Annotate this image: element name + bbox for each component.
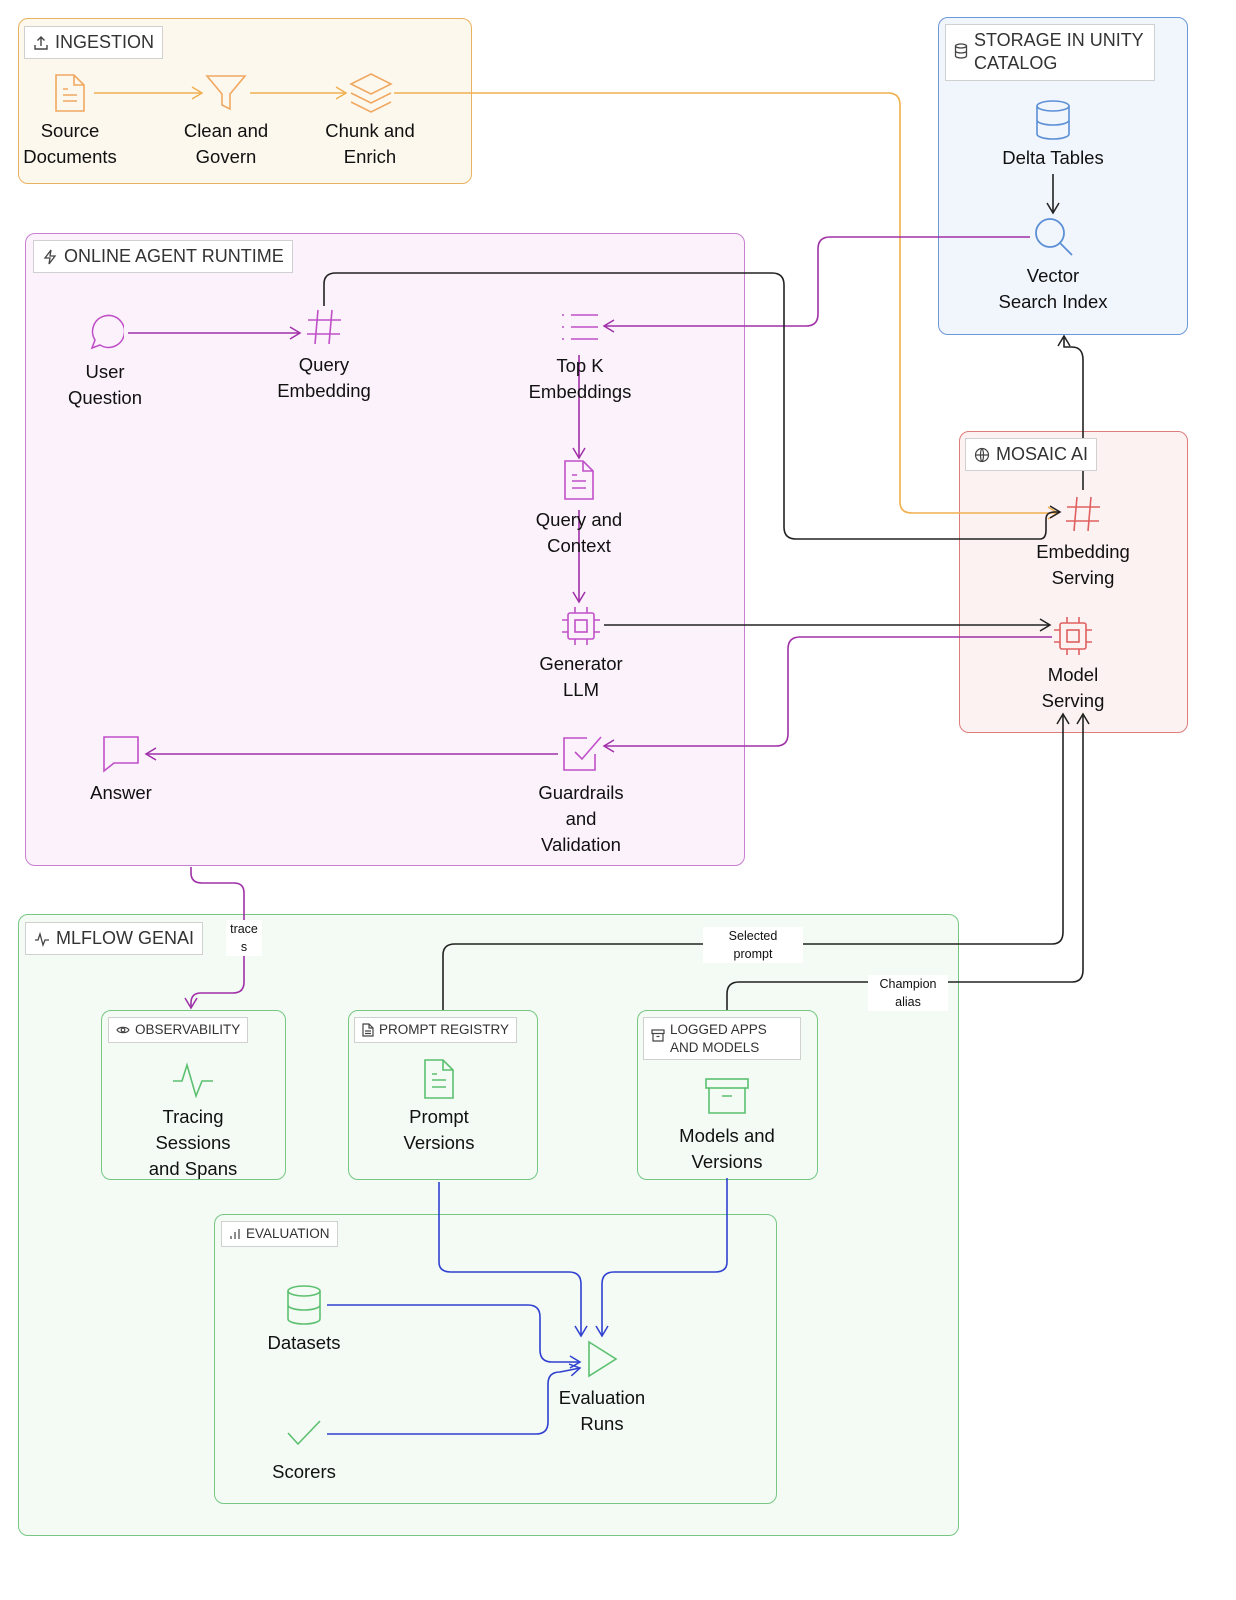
edge-prompt-to-model-serving (442, 712, 1070, 1010)
hash-icon (307, 309, 341, 345)
hash-icon (1066, 496, 1100, 532)
ingestion-title: INGESTION (55, 32, 155, 52)
runtime-title: ONLINE AGENT RUNTIME (64, 246, 284, 266)
list-icon (562, 314, 598, 340)
storage-title: STORAGE IN UNITY CATALOG (974, 30, 1144, 74)
evaluation-tag: EVALUATION (221, 1221, 338, 1247)
edge-embedding-serving-to-vector (1057, 334, 1084, 490)
edge-models-to-eval (595, 1178, 728, 1338)
archive-icon (651, 1029, 665, 1042)
edge-model-serving-to-guardrails (602, 636, 1052, 753)
upload-icon (34, 35, 48, 50)
mosaic-tag: MOSAIC AI (965, 438, 1098, 472)
evaluation-title: EVALUATION (246, 1226, 330, 1241)
datasets-icon (287, 1285, 321, 1325)
datasets-label: Datasets (267, 1332, 341, 1353)
mlflow-tag: MLFLOW GENAI (25, 922, 204, 956)
edge-datasets-to-eval (327, 1304, 582, 1369)
observability-title: OBSERVABILITY (135, 1022, 241, 1037)
layers-icon (349, 73, 393, 113)
mosaic-group (959, 431, 1188, 733)
vector-search-icon (1035, 218, 1073, 256)
check-icon (287, 1420, 321, 1446)
mlflow-title: MLFLOW GENAI (56, 928, 195, 948)
mosaic-title: MOSAIC AI (996, 444, 1089, 464)
check-square-icon (563, 736, 602, 771)
logged-apps-tag: LOGGED APPS AND MODELS (643, 1017, 801, 1061)
prompt-registry-tag: PROMPT REGISTRY (354, 1017, 518, 1043)
edge-query-embedding-to-embedding-serving (323, 272, 1062, 540)
edge-models-to-model-serving (726, 712, 1090, 1010)
activity-icon (173, 1062, 213, 1098)
document-icon (424, 1059, 454, 1099)
cpu-icon (1054, 617, 1092, 655)
scorers-label: Scorers (272, 1461, 336, 1482)
globe-icon (974, 447, 990, 462)
evaluation-group (214, 1214, 777, 1504)
prompt-registry-title: PROMPT REGISTRY (379, 1022, 510, 1037)
database-icon (954, 43, 968, 59)
ingestion-tag: INGESTION (24, 26, 164, 60)
storage-tag: STORAGE IN UNITY CATALOG (945, 24, 1155, 81)
eye-icon (116, 1026, 130, 1033)
bar-chart-icon (230, 1228, 240, 1239)
archive-icon (705, 1078, 749, 1114)
edge-chunk-to-embedding-serving (394, 92, 1060, 520)
file-icon (362, 1023, 374, 1037)
document-icon (564, 460, 594, 500)
delta-tables-icon (1036, 100, 1070, 140)
activity-icon (35, 931, 49, 947)
logged-apps-title: LOGGED APPS AND MODELS (670, 1022, 767, 1055)
chat-bubble-icon (90, 314, 124, 350)
source-documents-icon (55, 74, 85, 112)
lightning-icon (43, 249, 57, 265)
message-square-icon (103, 736, 139, 773)
edge-prompt-versions-to-eval (438, 1182, 588, 1338)
edge-scorers-to-eval (327, 1363, 582, 1435)
edge-vector-to-topk (602, 236, 1030, 333)
filter-icon (205, 75, 247, 111)
cpu-icon (562, 607, 600, 645)
play-icon (588, 1340, 618, 1378)
observability-tag: OBSERVABILITY (108, 1017, 249, 1043)
delta-tables-label: Delta Tables (1002, 147, 1104, 168)
runtime-tag: ONLINE AGENT RUNTIME (33, 240, 293, 274)
answer-label: Answer (90, 782, 152, 803)
